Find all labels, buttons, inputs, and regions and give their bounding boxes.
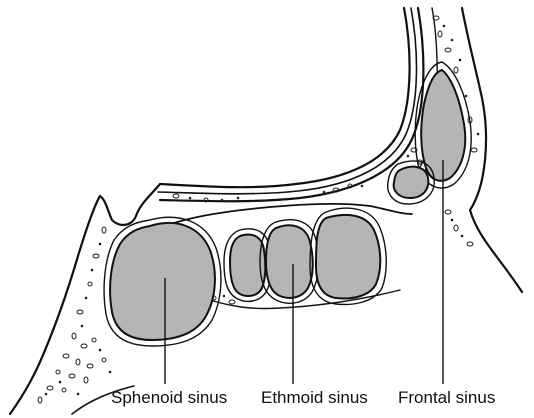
- anterior-ethmoid-cell: [394, 167, 429, 198]
- ethmoid-sinus-cell-2: [266, 225, 313, 298]
- cranial-fossa-line-1: [160, 8, 410, 187]
- cranial-fossa-line-2: [158, 8, 416, 194]
- label-sphenoid-sinus: Sphenoid sinus: [111, 388, 227, 408]
- bone-texture: [38, 16, 477, 403]
- label-frontal-sinus: Frontal sinus: [398, 388, 495, 408]
- label-ethmoid-sinus: Ethmoid sinus: [261, 388, 368, 408]
- ethmoid-sinus-cell-3: [316, 215, 380, 299]
- sphenoid-sinus: [110, 223, 215, 340]
- bone-dots: [45, 25, 480, 396]
- cranial-fossa-line-3: [160, 8, 423, 201]
